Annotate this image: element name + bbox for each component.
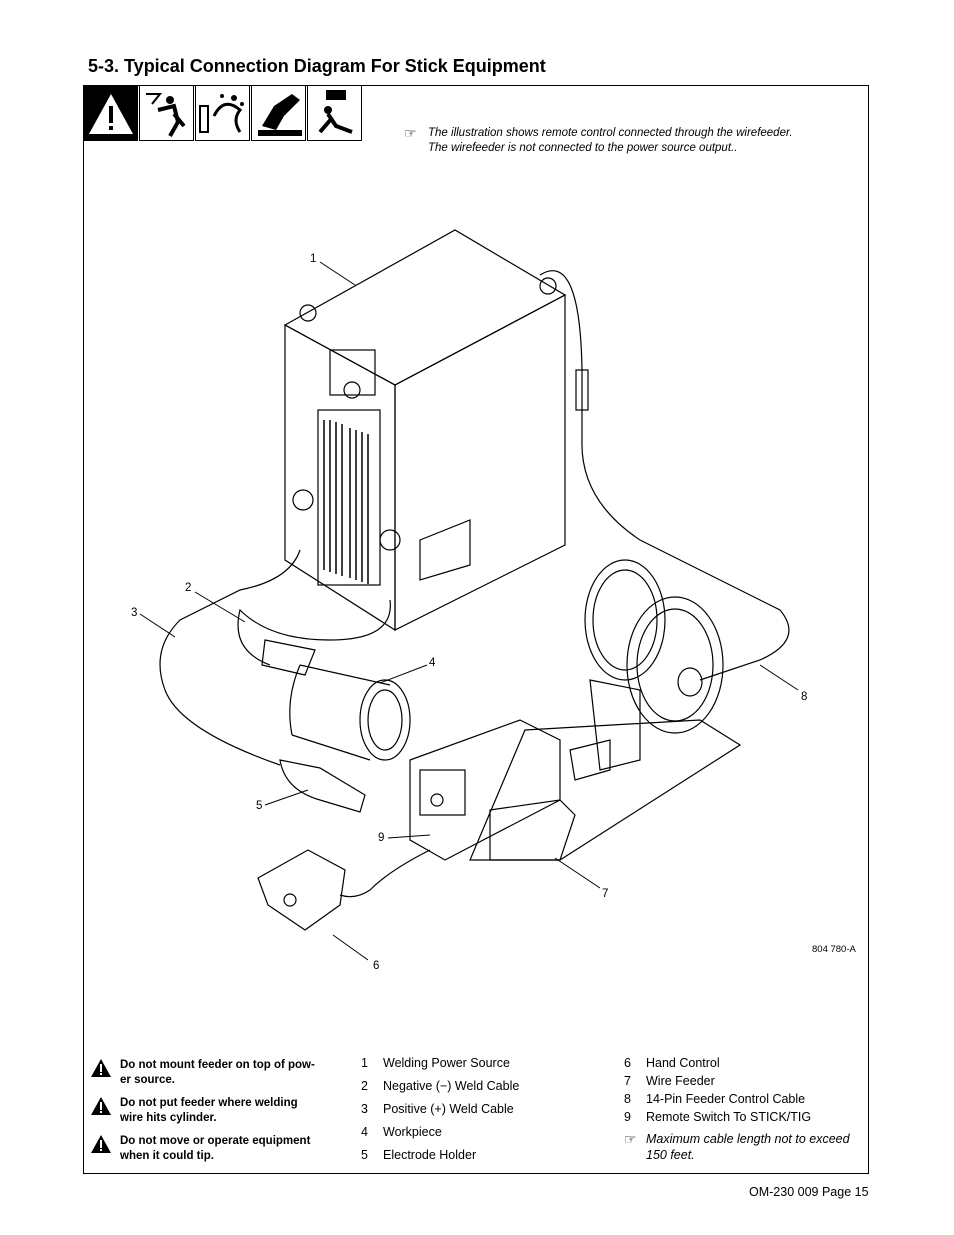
connection-diagram xyxy=(139,229,799,961)
note-hand-icon: ☞ xyxy=(624,1131,637,1147)
warning-triangle-icon xyxy=(91,1097,111,1115)
callout-3: 3 xyxy=(131,607,138,619)
callout-2: 2 xyxy=(185,582,192,594)
warning-triangle-icon xyxy=(91,1135,111,1153)
cable-note-line-1: Maximum cable length not to exceed xyxy=(646,1132,850,1146)
fumes-icon xyxy=(195,85,250,141)
page-footer: OM-230 009 Page 15 xyxy=(749,1185,869,1199)
warning-list: Do not mount feeder on top of pow-er sou… xyxy=(90,1058,340,1172)
note-line-2: The wirefeeder is not connected to the p… xyxy=(428,142,738,154)
workpiece-illustration xyxy=(289,664,411,761)
hot-parts-icon xyxy=(251,85,306,141)
electric-shock-icon xyxy=(139,85,194,141)
hand-control-illustration xyxy=(257,849,346,931)
falling-equipment-icon xyxy=(307,85,362,141)
note-hand-icon: ☞ xyxy=(404,125,417,141)
figure-id: 804 780-A xyxy=(812,944,856,955)
warning-triangle-icon xyxy=(83,85,138,141)
diagram-frame xyxy=(83,85,869,1174)
callout-8: 8 xyxy=(801,691,808,703)
wire-feeder-illustration xyxy=(409,559,742,861)
callout-5: 5 xyxy=(256,800,263,812)
callout-7: 7 xyxy=(602,888,609,900)
page-title: 5-3. Typical Connection Diagram For Stic… xyxy=(88,56,546,76)
callout-9: 9 xyxy=(378,832,385,844)
cable-note-line-2: 150 feet. xyxy=(646,1147,695,1162)
callout-6: 6 xyxy=(373,960,380,972)
note-line-1: The illustration shows remote control co… xyxy=(428,127,793,139)
callout-4: 4 xyxy=(429,657,436,669)
callout-1: 1 xyxy=(310,253,317,265)
cable-length-note: ☞ Maximum cable length not to exceed 150… xyxy=(624,1131,850,1163)
illustration-note: ☞ The illustration shows remote control … xyxy=(404,126,793,156)
warning-triangle-icon xyxy=(91,1059,111,1077)
power-source-illustration xyxy=(283,229,567,632)
safety-icon-strip xyxy=(83,85,363,143)
warning-text-1: Do not mount feeder on top of pow-er sou… xyxy=(120,1059,315,1086)
warning-item: Do not mount feeder on top of pow-er sou… xyxy=(90,1058,340,1087)
